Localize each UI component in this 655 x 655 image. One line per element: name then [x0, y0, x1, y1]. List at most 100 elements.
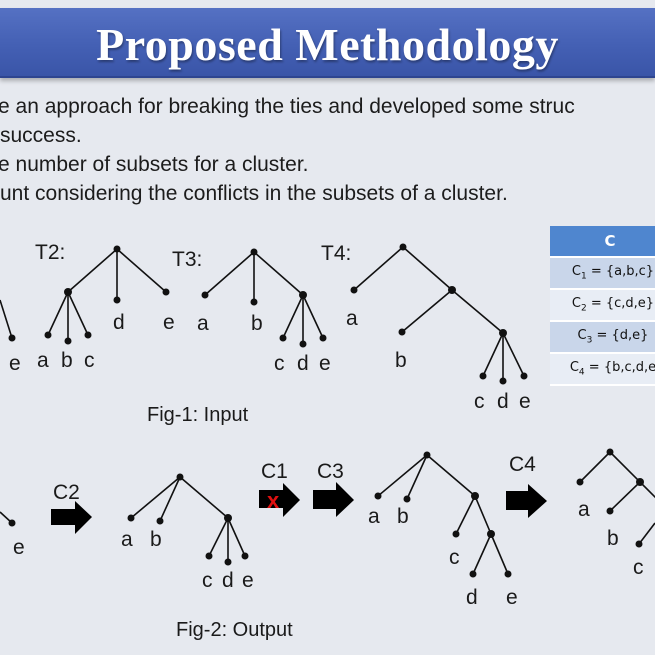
leaf-node	[84, 331, 92, 339]
leaf-node	[299, 340, 307, 348]
leaf-label: e	[519, 390, 531, 413]
arrow-label: C2	[53, 481, 80, 504]
tree-label: T4:	[321, 242, 351, 265]
tree-label: T3:	[172, 248, 202, 271]
cluster-cell: C1 = {a,b,c}	[550, 257, 655, 290]
leaf-label: a	[368, 505, 380, 528]
tree-label: T2:	[35, 241, 65, 264]
title-bar: Proposed Methodology	[0, 8, 655, 78]
bullet-line-1: e an approach for breaking the ties and …	[0, 95, 575, 118]
right-arrow-icon	[313, 482, 354, 517]
leaf-node	[319, 334, 327, 342]
leaf-label: b	[251, 312, 263, 335]
root-node	[176, 473, 184, 481]
cluster-index: 2	[580, 303, 587, 314]
arrow-step-c4: C4	[506, 453, 547, 518]
reject-x-icon: x	[267, 488, 280, 513]
leaf-node	[162, 288, 170, 296]
leaf-node	[398, 328, 406, 336]
cluster-index: 4	[578, 367, 585, 378]
leaf-node	[205, 552, 213, 560]
internal-node	[487, 530, 495, 538]
bullet-line-2: success.	[0, 124, 82, 147]
internal-node	[499, 329, 507, 337]
arrow-step-c2: C2	[51, 481, 92, 534]
leaf-label: d	[113, 311, 125, 334]
leaf-label: a	[37, 349, 49, 372]
fig1-tree-2: T2: a b c d e	[35, 241, 175, 372]
bullet-line-4: unt considering the conflicts in the sub…	[0, 182, 508, 205]
internal-node	[64, 288, 72, 296]
fig1-tree-1: e	[0, 299, 21, 375]
arrow-label: C4	[509, 453, 536, 476]
leaf-label: e	[506, 586, 518, 609]
leaf-node	[403, 495, 411, 503]
root-node	[606, 448, 614, 456]
leaf-node	[8, 519, 16, 527]
leaf-node	[374, 492, 382, 500]
cluster-name: C	[571, 264, 581, 280]
root-node	[113, 245, 121, 253]
right-arrow-icon	[51, 501, 92, 534]
fig1-tree-4: T4: a b c d e	[321, 242, 531, 413]
root-node	[250, 248, 258, 256]
cluster-cell: C4 = {b,c,d,e	[550, 353, 655, 386]
leaf-node	[241, 552, 249, 560]
cluster-name: C	[571, 296, 581, 312]
internal-node	[448, 286, 456, 294]
leaf-label: e	[13, 536, 25, 559]
leaf-label: c	[449, 546, 460, 569]
bullet-line-3: e number of subsets for a cluster.	[0, 153, 309, 176]
internal-node	[299, 291, 307, 299]
leaf-label: e	[319, 352, 331, 375]
cluster-row: C1 = {a,b,c}	[550, 257, 655, 290]
arrow-label: C3	[317, 460, 344, 483]
leaf-label: c	[84, 349, 95, 372]
fig2-tree-3: a b c d e	[368, 451, 518, 609]
leaf-label: b	[397, 505, 409, 528]
leaf-label: d	[222, 569, 234, 592]
cluster-set: = {a,b,c}	[586, 264, 655, 280]
fig2-tree-2: a b c d e	[121, 473, 254, 592]
leaf-label: d	[297, 352, 309, 375]
leaf-label: e	[9, 352, 21, 375]
cluster-table: C C1 = {a,b,c} C2 = {c,d,e} C3 = {d,e} C…	[550, 226, 655, 386]
leaf-node	[350, 286, 358, 294]
leaf-node	[224, 558, 232, 566]
root-node	[399, 243, 407, 251]
leaf-label: b	[150, 528, 162, 551]
leaf-node	[504, 570, 512, 578]
leaf-label: c	[202, 569, 213, 592]
leaf-label: e	[163, 311, 175, 334]
leaf-label: a	[121, 528, 133, 551]
cluster-index: 3	[586, 335, 593, 346]
arrow-step-c3: C3	[313, 460, 354, 517]
leaf-node	[635, 540, 643, 548]
cluster-index: 1	[581, 271, 587, 282]
cluster-set: = {d,e}	[592, 328, 649, 344]
leaf-node	[127, 514, 135, 522]
edge	[0, 299, 13, 339]
fig1-tree-3: T3: a b c d e	[172, 248, 331, 375]
leaf-node	[479, 372, 487, 380]
arrow-step-c1: C1 x	[259, 460, 300, 517]
leaf-label: b	[61, 349, 73, 372]
cluster-row: C3 = {d,e}	[550, 321, 655, 354]
right-arrow-icon	[259, 483, 300, 517]
cluster-cell: C3 = {d,e}	[550, 321, 655, 354]
node	[8, 334, 16, 342]
fig1-caption: Fig-1: Input	[147, 404, 249, 426]
fig2-tree-4: a b c	[576, 448, 655, 579]
leaf-label: a	[346, 307, 358, 330]
leaf-node	[576, 478, 584, 486]
leaf-node	[201, 291, 209, 299]
leaf-node	[156, 517, 164, 525]
slide-title: Proposed Methodology	[96, 19, 559, 70]
leaf-node	[606, 507, 614, 515]
leaf-node	[250, 298, 258, 306]
leaf-node	[64, 337, 72, 345]
internal-node	[224, 514, 232, 522]
cluster-name: C	[569, 360, 579, 376]
cluster-table-header: C	[550, 226, 655, 258]
